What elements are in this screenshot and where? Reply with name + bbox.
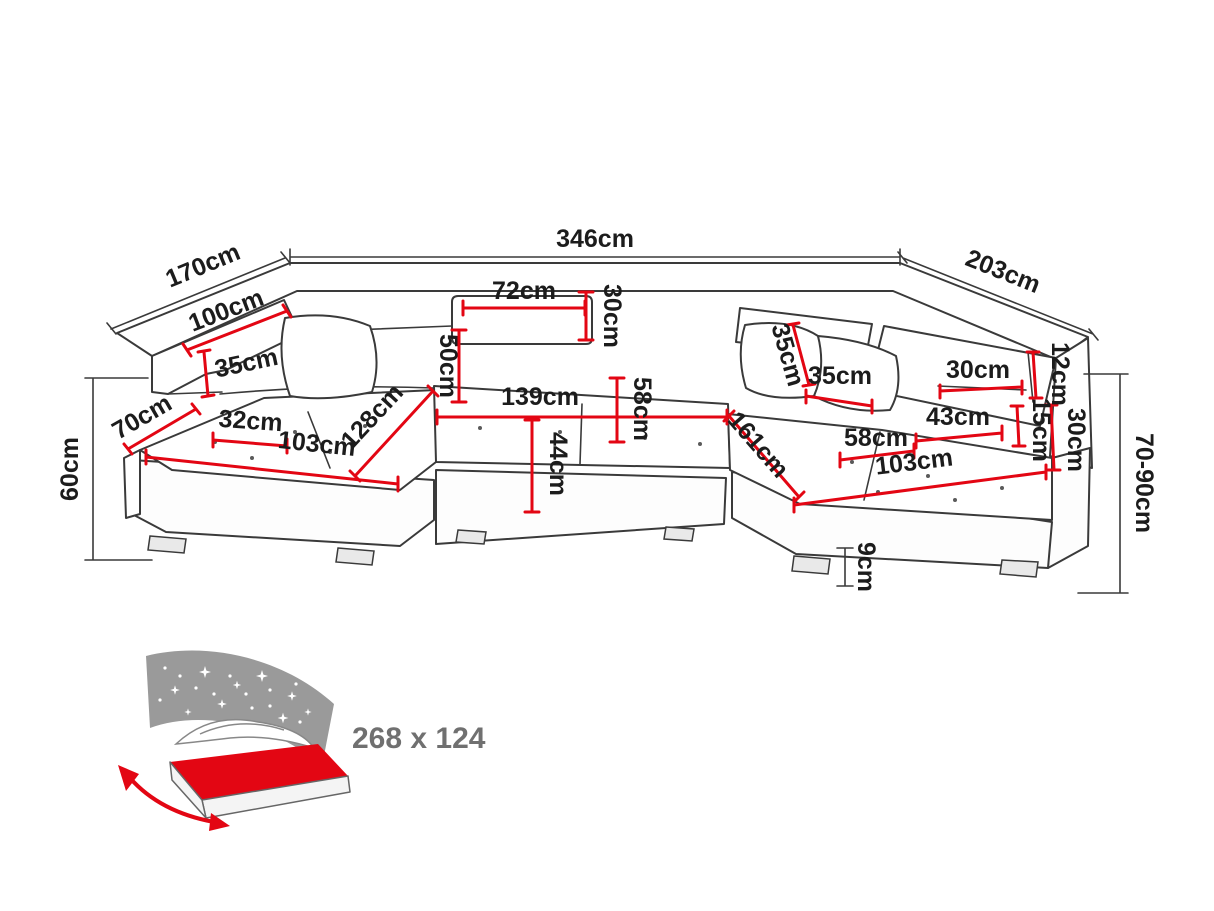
dim-line-left-arm-length	[181, 303, 293, 358]
dim-line-right-arm-height	[1043, 403, 1062, 472]
dim-line-right-chaise-length	[722, 409, 806, 504]
sofa-leg	[663, 526, 695, 542]
bed-mattress	[170, 744, 348, 800]
dim-line-leg-height	[836, 547, 854, 587]
dim-left-arm-depth-label: 32cm	[218, 405, 284, 437]
dim-left-back-width-label: 170cm	[162, 238, 245, 294]
bed-pullout-arrow	[128, 776, 216, 824]
dim-line-left-side-depth	[122, 402, 202, 456]
dim-overall-width-label: 346cm	[556, 225, 634, 253]
bed-arrowhead-left	[118, 765, 139, 791]
sofa-right-pillow-2	[813, 335, 900, 412]
dim-right-back-width-label: 203cm	[962, 244, 1045, 299]
dim-right-arm-inner-label: 15cm	[1027, 398, 1055, 462]
bed-base-left	[169, 761, 207, 819]
sofa-leg	[791, 555, 831, 575]
dim-leg-height-label: 9cm	[852, 542, 880, 592]
dim-line-headrest-height	[577, 290, 595, 342]
sofa-leg	[335, 547, 375, 566]
bed-blanket-fold	[199, 723, 285, 735]
sofa-leg	[999, 559, 1039, 578]
dim-line-backrest-height	[450, 328, 468, 404]
dim-left-side-depth-label: 70cm	[107, 389, 176, 445]
dim-right-shelf-height-label: 12cm	[1046, 342, 1074, 406]
sofa-legs	[147, 526, 1039, 578]
dim-line-left-height	[84, 377, 153, 561]
dim-line-seat-depth	[608, 376, 626, 444]
dim-right-arm-height-label: 30cm	[1062, 408, 1090, 472]
dim-left-height-label: 60cm	[56, 437, 84, 501]
sofa-center-base	[435, 469, 727, 545]
dim-line-seat-height	[523, 418, 541, 514]
dim-right-arm-width-label: 35cm	[808, 362, 872, 390]
sofa-leg	[455, 529, 487, 545]
dim-line-right-arm-width	[804, 388, 874, 415]
black-dimension-lines	[84, 248, 1129, 594]
dim-line-left-chaise-width	[144, 448, 400, 493]
bed-arrowhead-right	[209, 813, 230, 831]
dim-right-arm-depth-label: 43cm	[926, 403, 990, 431]
bed-stars	[158, 666, 312, 724]
dim-seat-width-label: 139cm	[501, 383, 579, 411]
dim-seat-height-label: 44cm	[544, 432, 572, 496]
dim-right-height-range-label: 70-90cm	[1130, 433, 1158, 533]
sleeping-area-label: 268 x 124	[352, 722, 486, 755]
sofa-left-arm	[151, 299, 301, 395]
dim-right-shelf-width-label: 30cm	[946, 356, 1010, 384]
dim-headrest-height-label: 30cm	[598, 284, 626, 348]
dim-line-right-seat-depth	[838, 442, 916, 469]
dim-line-right-shelf-width	[938, 379, 1024, 400]
dim-line-left-arm-depth	[211, 431, 289, 455]
sofa-leg	[147, 535, 187, 554]
dim-right-seat-depth-label: 58cm	[844, 424, 908, 452]
dim-line-right-arm-depth	[914, 424, 1004, 450]
sleeping-area-icon: 268 x 124	[118, 650, 486, 831]
dim-headrest-width-label: 72cm	[492, 277, 556, 305]
sofa-drawing	[116, 262, 1093, 578]
dim-line-right-chaise-width	[792, 463, 1048, 514]
dim-line-right-arm-inner	[1009, 404, 1027, 448]
dim-line-right-back-cushion	[785, 321, 817, 388]
dim-line-right-height	[1077, 373, 1129, 594]
sofa-right-chaise-cushion	[727, 413, 1053, 521]
dim-line-right-back	[897, 251, 1099, 341]
sofa-left-side-face	[123, 449, 141, 519]
sofa-seam-lines	[307, 403, 881, 501]
dim-backrest-height-label: 50cm	[434, 334, 462, 398]
dim-line-right-shelf-height	[1025, 350, 1044, 400]
dim-line-left-back	[106, 251, 291, 335]
sofa-left-pillow	[280, 314, 378, 400]
red-dimension-lines	[122, 290, 1062, 514]
dim-seat-depth-label: 58cm	[628, 377, 656, 441]
dim-line-left-arm-height	[196, 348, 216, 399]
